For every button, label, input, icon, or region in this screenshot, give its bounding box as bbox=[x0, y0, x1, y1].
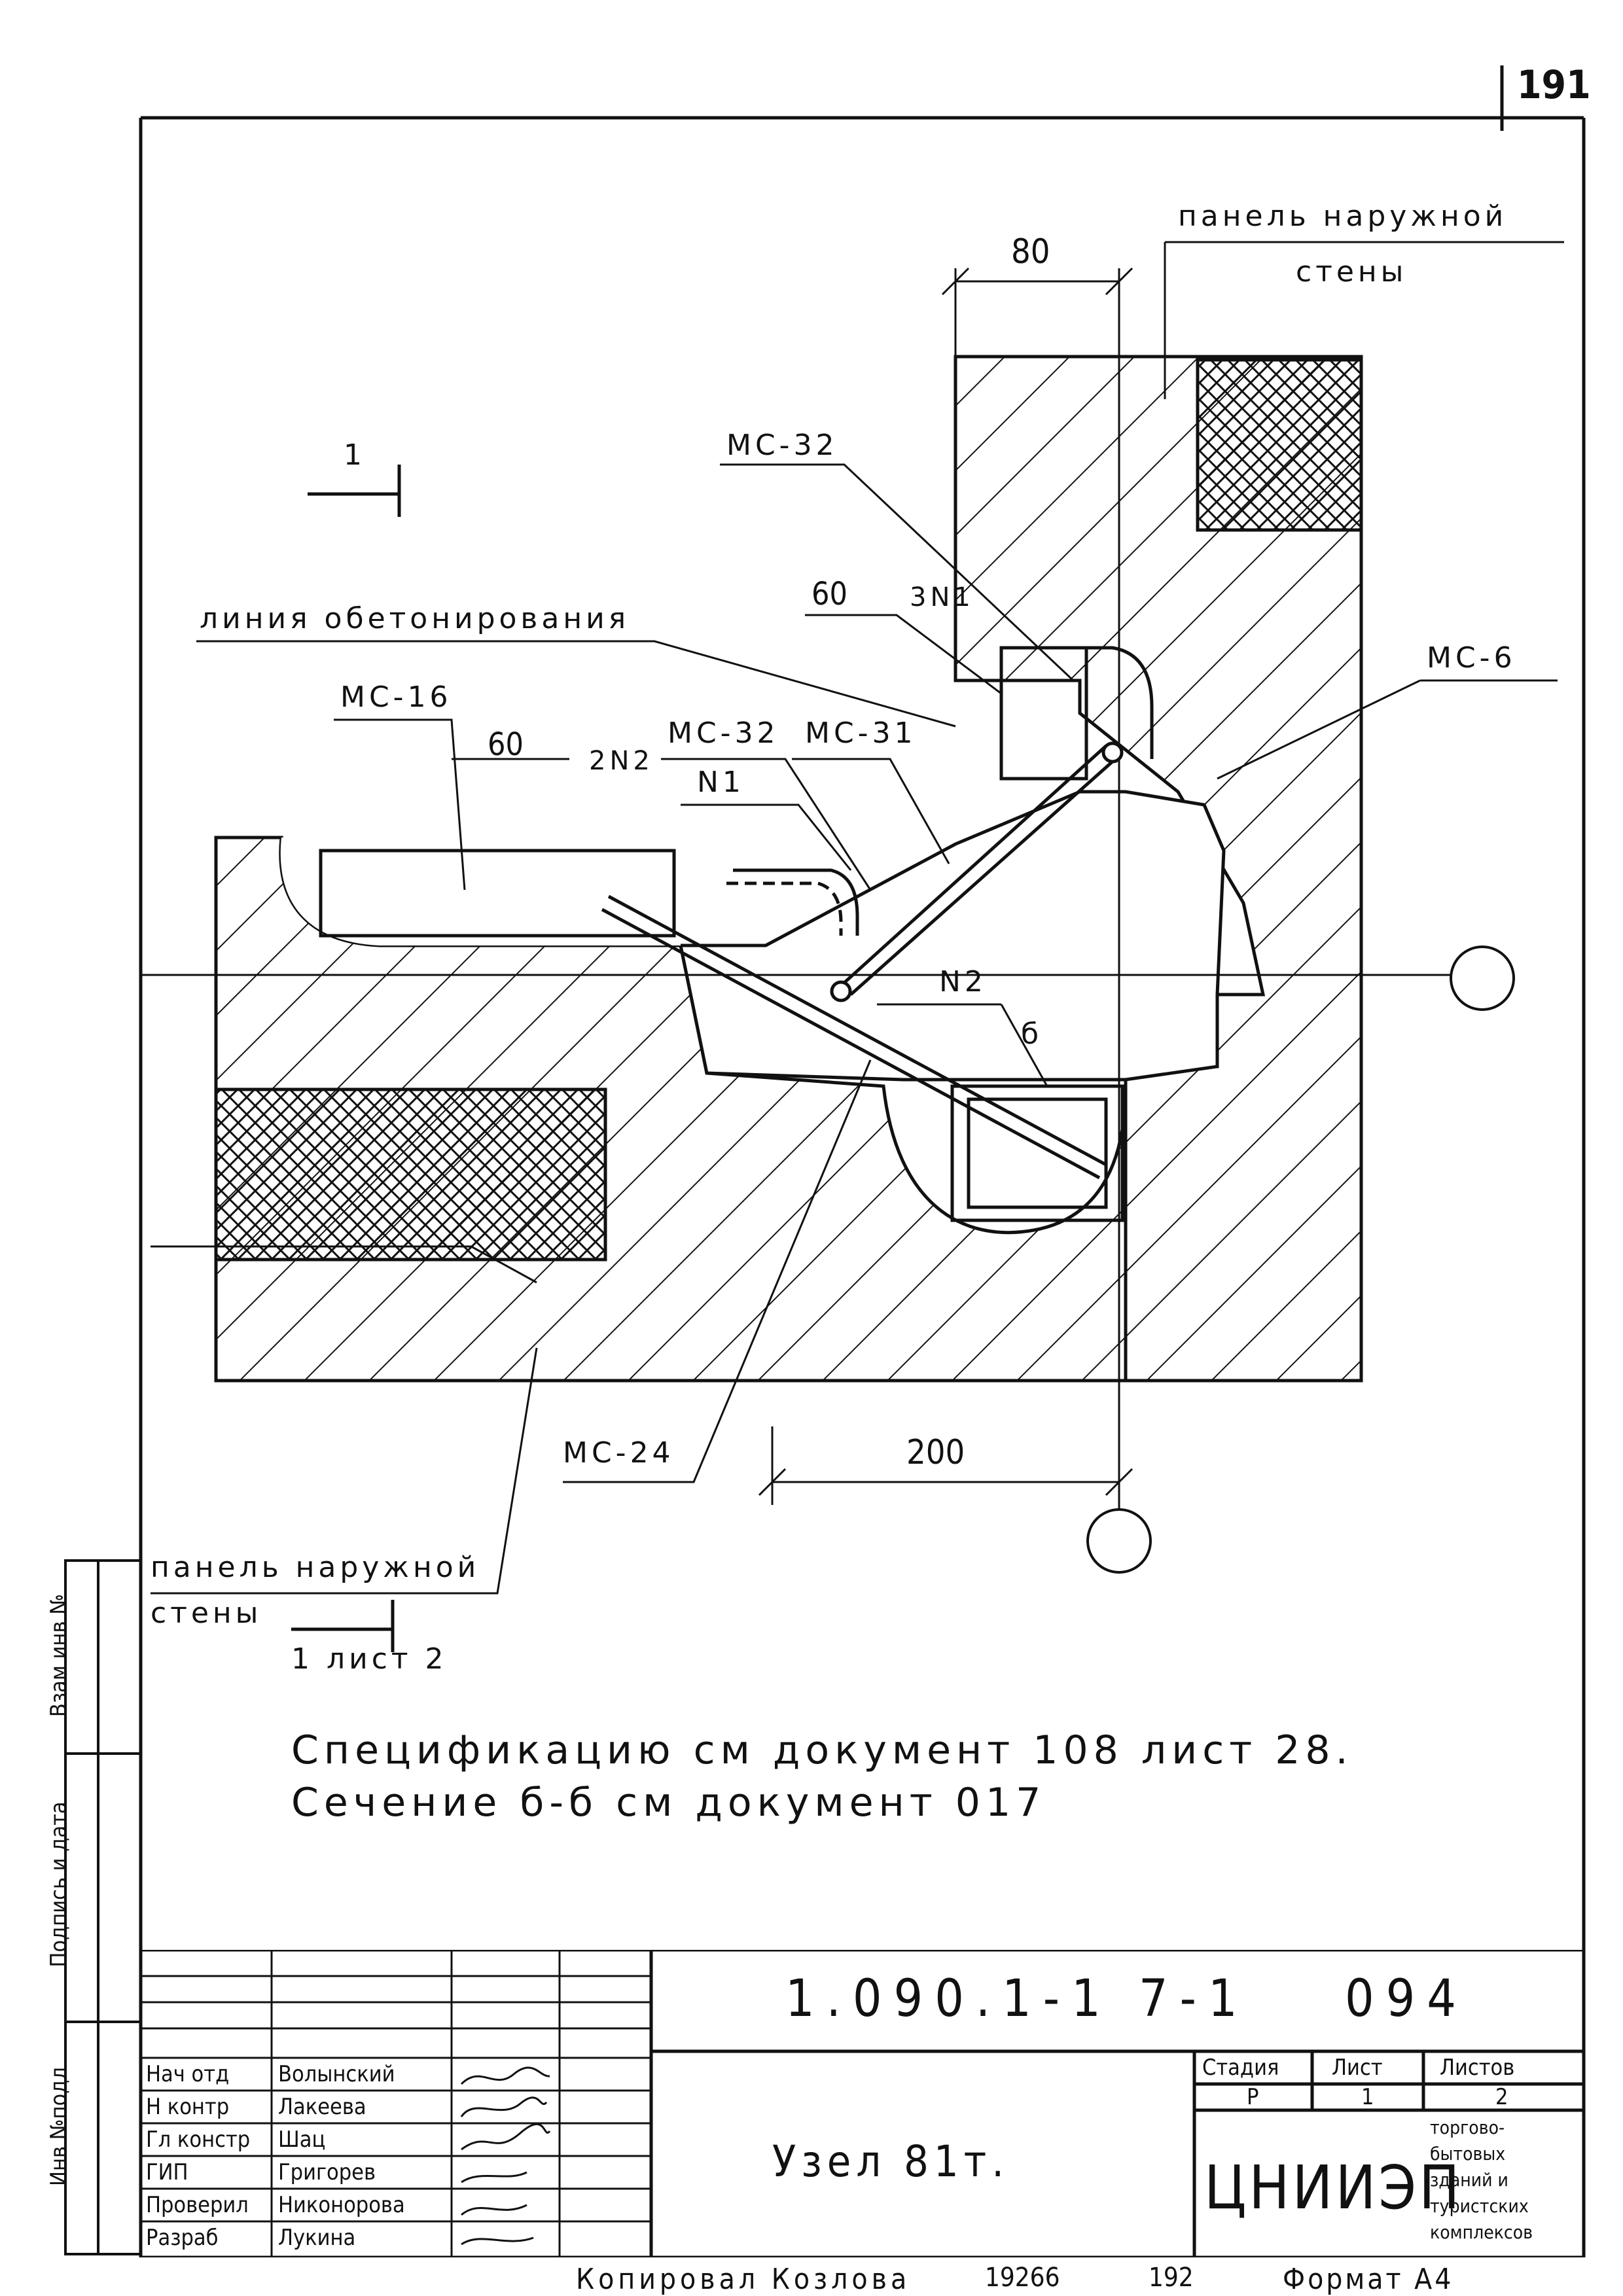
dim-60-left: 60 bbox=[488, 726, 524, 763]
label-mc32-mid: МС-32 bbox=[668, 716, 779, 750]
title-block: 1.090.1-1 7-1 094 Узел 81т. Стадия Лист … bbox=[141, 1950, 1584, 2257]
sheet-value: 1 bbox=[1361, 2084, 1374, 2110]
role-2: Н контр bbox=[146, 2094, 230, 2120]
doc-number: 094 bbox=[1345, 1969, 1468, 2028]
label-2n2: 2N2 bbox=[589, 746, 654, 776]
label-line-betoning: линия обетонирования bbox=[200, 602, 630, 635]
rebar bbox=[601, 741, 1124, 1180]
label-panel-top-2: стены bbox=[1296, 255, 1408, 289]
note-section: Сечение б-б см документ 017 bbox=[291, 1780, 1046, 1826]
plate-mc16 bbox=[319, 849, 676, 938]
label-weld-6: б bbox=[1021, 1017, 1043, 1051]
label-mc32-top: МС-32 bbox=[726, 429, 838, 462]
org-desc-3: зданий и bbox=[1430, 2169, 1508, 2191]
name-1: Волынский bbox=[278, 2061, 395, 2087]
embedded-plates bbox=[319, 646, 1154, 1222]
role-4: ГИП bbox=[146, 2159, 188, 2185]
label-panel-bottom-1: панель наружной bbox=[151, 1551, 480, 1584]
role-6: Разраб bbox=[146, 2225, 219, 2251]
signatures bbox=[460, 2066, 551, 2246]
leader-lines bbox=[151, 241, 1564, 1595]
footer-copied: Копировал Козлова bbox=[576, 2263, 911, 2296]
insulation-lower bbox=[214, 1087, 607, 1262]
section-mark-top: 1 bbox=[344, 438, 366, 472]
org-name: ЦНИИЭП bbox=[1204, 2153, 1463, 2223]
org-desc-1: торгово- bbox=[1430, 2117, 1505, 2138]
name-5: Никонорова bbox=[278, 2192, 405, 2218]
doc-title: Узел 81т. bbox=[772, 2136, 1010, 2187]
side-stamp-inv: Инв №подл bbox=[46, 2067, 72, 2186]
label-mc31: МС-31 bbox=[805, 716, 917, 750]
footer-num: 192 bbox=[1149, 2263, 1194, 2293]
label-panel-bottom-2: стены bbox=[151, 1597, 262, 1630]
label-n1: N1 bbox=[697, 766, 745, 799]
side-stamp-sign: Подпись и дата bbox=[46, 1801, 72, 1968]
axis-lines bbox=[141, 275, 1515, 1574]
label-mc16: МС-16 bbox=[340, 680, 452, 714]
label-panel-top-1: панель наружной bbox=[1178, 200, 1508, 233]
footer-order: 19266 bbox=[985, 2263, 1060, 2293]
org-desc-4: туристских bbox=[1430, 2195, 1529, 2217]
footer-format: Формат А4 bbox=[1283, 2263, 1454, 2296]
name-4: Григорев bbox=[278, 2159, 376, 2185]
section-ref: 1 лист 2 bbox=[291, 1642, 448, 1676]
sheet-header: Лист bbox=[1332, 2055, 1383, 2081]
insulation-upper bbox=[1196, 358, 1363, 532]
section-markers bbox=[291, 465, 401, 1652]
doc-code: 1.090.1-1 7-1 bbox=[785, 1969, 1249, 2028]
org-desc-5: комплексов bbox=[1430, 2221, 1533, 2243]
side-stamp-vzam: Взам инв № bbox=[46, 1593, 72, 1718]
label-3n1: 3N1 bbox=[910, 582, 974, 612]
sheets-header: Листов bbox=[1440, 2055, 1515, 2081]
role-1: Нач отд bbox=[146, 2061, 230, 2087]
plate-mc24 bbox=[950, 1084, 1124, 1222]
role-3: Гл констр bbox=[146, 2127, 251, 2153]
dimension-lines bbox=[758, 267, 1133, 1505]
lower-wall-panel bbox=[214, 836, 1128, 1383]
dim-60-upper: 60 bbox=[812, 576, 847, 612]
label-mc6: МС-6 bbox=[1427, 641, 1516, 675]
stage-value: Р bbox=[1247, 2084, 1259, 2110]
note-specification: Спецификацию см документ 108 лист 28. bbox=[291, 1727, 1353, 1773]
name-3: Шац bbox=[278, 2127, 326, 2153]
label-mc24: МС-24 bbox=[563, 1436, 675, 1470]
name-2: Лакеева bbox=[278, 2094, 366, 2120]
stage-header: Стадия bbox=[1202, 2055, 1279, 2081]
axis-bubble-right bbox=[1450, 945, 1515, 1011]
dim-200: 200 bbox=[906, 1433, 965, 1472]
side-stamp bbox=[64, 1559, 142, 2255]
sheets-value: 2 bbox=[1495, 2084, 1508, 2110]
org-desc-2: бытовых bbox=[1430, 2143, 1506, 2164]
sheet-number: 191 bbox=[1517, 62, 1591, 108]
name-6: Лукина bbox=[278, 2225, 356, 2251]
dim-80: 80 bbox=[1011, 232, 1050, 272]
role-5: Проверил bbox=[146, 2192, 249, 2218]
label-n2: N2 bbox=[939, 965, 987, 998]
axis-bubble-bottom bbox=[1086, 1508, 1152, 1574]
upper-wall-panel bbox=[954, 355, 1363, 1383]
